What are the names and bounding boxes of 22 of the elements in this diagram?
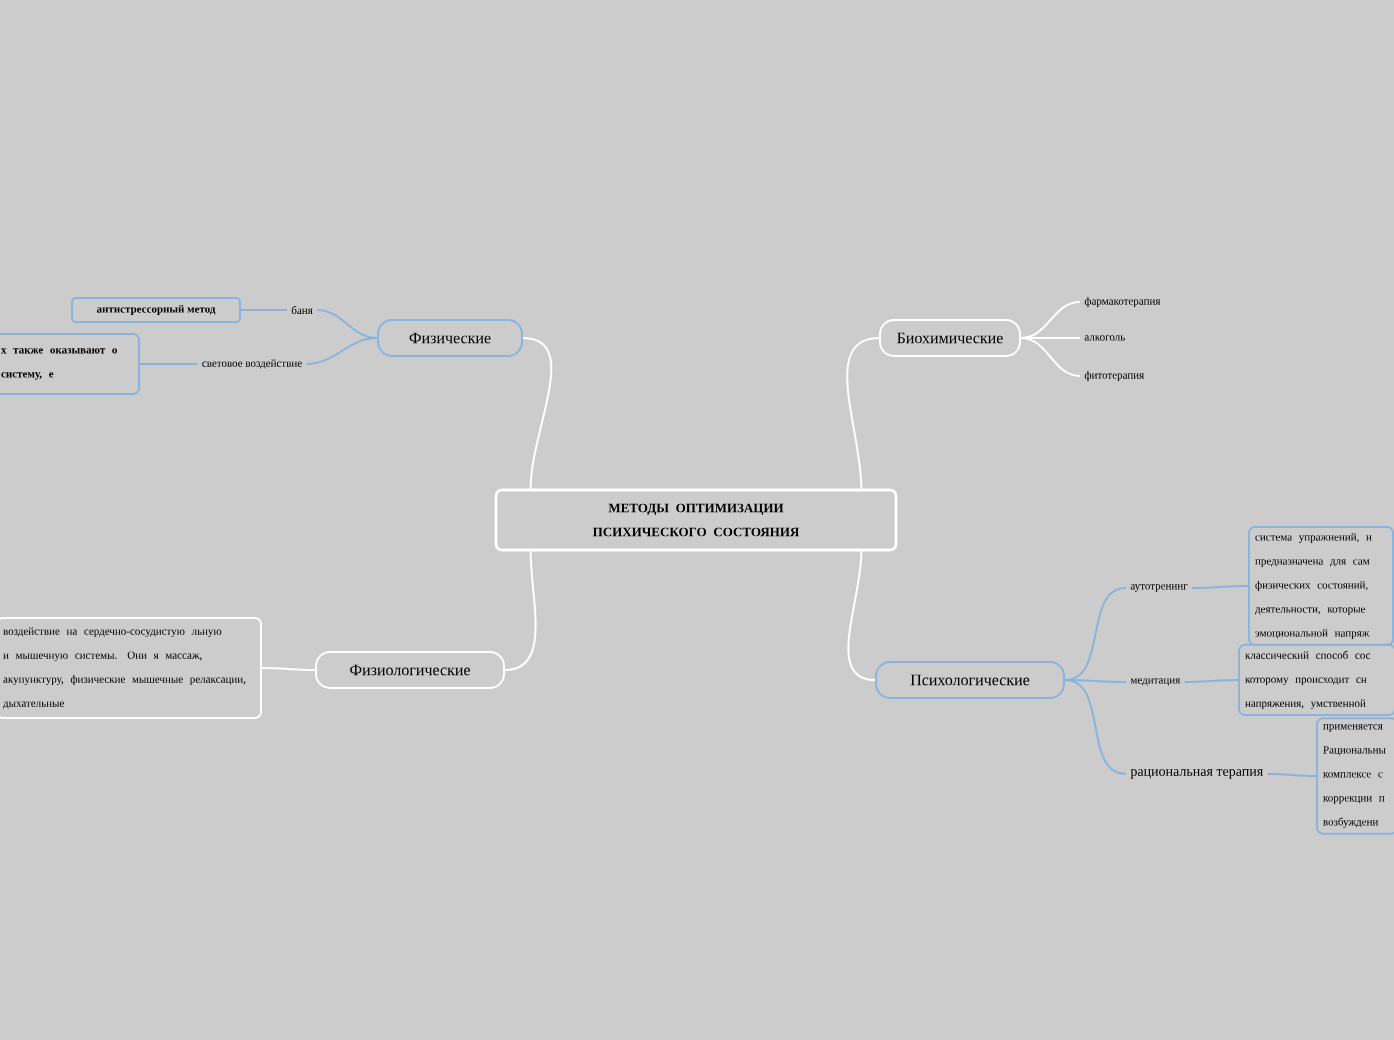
topic-box: Физиологические — [315, 651, 505, 689]
connector-line — [504, 550, 537, 671]
connector-line — [1020, 337, 1081, 377]
connector-line — [1020, 337, 1081, 339]
connector-line — [1266, 773, 1317, 777]
connector-line — [522, 337, 553, 490]
connector-line — [240, 309, 288, 311]
connector-line — [139, 363, 199, 365]
connector-line — [846, 337, 880, 490]
connector-line — [1183, 679, 1239, 683]
connector-line — [847, 550, 876, 681]
connector-line — [1064, 587, 1127, 681]
connector-line — [316, 309, 378, 339]
topic-box: Биохимические — [879, 319, 1021, 357]
topic-box: Физические — [377, 319, 523, 357]
connector-line — [1191, 585, 1249, 589]
connector-line — [1064, 679, 1127, 683]
connector-line — [1064, 679, 1127, 775]
topic-box: Психологические — [875, 661, 1065, 699]
connector-line — [305, 337, 378, 365]
connector-line — [261, 667, 316, 671]
connector-line — [1020, 301, 1081, 339]
